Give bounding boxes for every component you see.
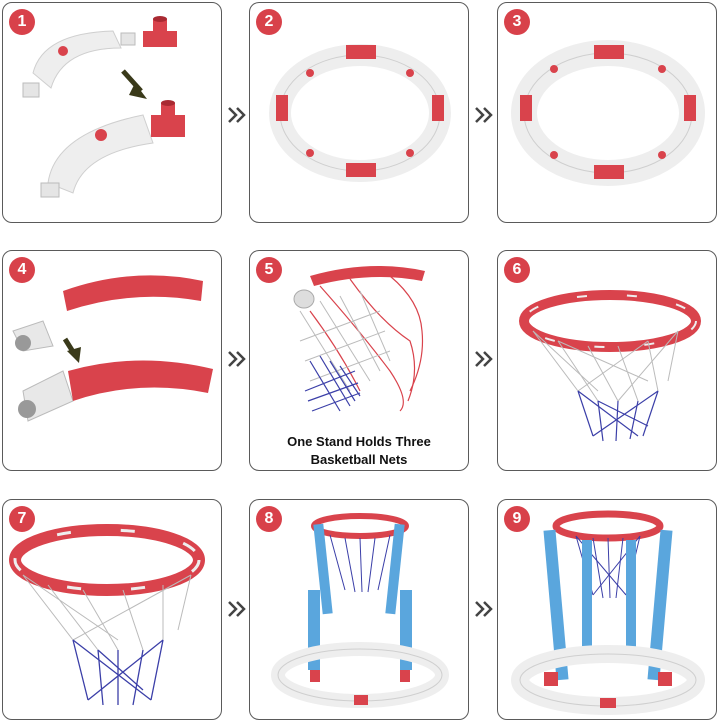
step-5-caption-line-2: Basketball Nets <box>310 452 408 467</box>
down-arrow-icon <box>129 83 147 99</box>
down-arrow-icon <box>67 347 81 363</box>
stand-poles-illustration <box>271 513 449 708</box>
net-hooking-illustration <box>293 266 425 412</box>
step-7-panel: 7 <box>2 499 222 720</box>
double-chevron-right-icon <box>475 601 493 617</box>
step-number-badge: 3 <box>504 9 530 35</box>
step-5-panel: 5 One Stand Holds Three Basketball Nets <box>249 250 469 471</box>
step-1-panel: 1 <box>2 2 222 223</box>
step-number-badge: 6 <box>504 257 530 283</box>
assembled-base-ring-illustration <box>511 40 705 186</box>
step-number-badge: 2 <box>256 9 282 35</box>
step-6-panel: 6 <box>497 250 717 471</box>
step-number-badge: 7 <box>9 506 35 532</box>
double-chevron-right-icon <box>228 107 246 123</box>
double-chevron-right-icon <box>475 351 493 367</box>
step-3-panel: 3 <box>497 2 717 223</box>
step-2-panel: 2 <box>249 2 469 223</box>
double-chevron-right-icon <box>475 107 493 123</box>
step-5-caption-line-1: One Stand Holds Three <box>287 434 431 449</box>
step-8-panel: 8 <box>249 499 469 720</box>
step-4-panel: 4 <box>2 250 222 471</box>
double-chevron-right-icon <box>228 601 246 617</box>
white-connector-illustration <box>22 16 185 198</box>
step-9-panel: 9 <box>497 499 717 720</box>
ring-segments-illustration <box>269 44 451 182</box>
step-number-badge: 5 <box>256 257 282 283</box>
rim-tube-illustration <box>12 275 213 422</box>
step-number-badge: 1 <box>9 9 35 35</box>
step-number-badge: 8 <box>256 506 282 532</box>
hoop-with-net-illustration <box>519 290 701 442</box>
step-number-badge: 9 <box>504 506 530 532</box>
double-chevron-right-icon <box>228 351 246 367</box>
step-number-badge: 4 <box>9 257 35 283</box>
complete-stand-illustration <box>511 510 705 715</box>
hoop-net-closeup-illustration <box>9 524 205 706</box>
